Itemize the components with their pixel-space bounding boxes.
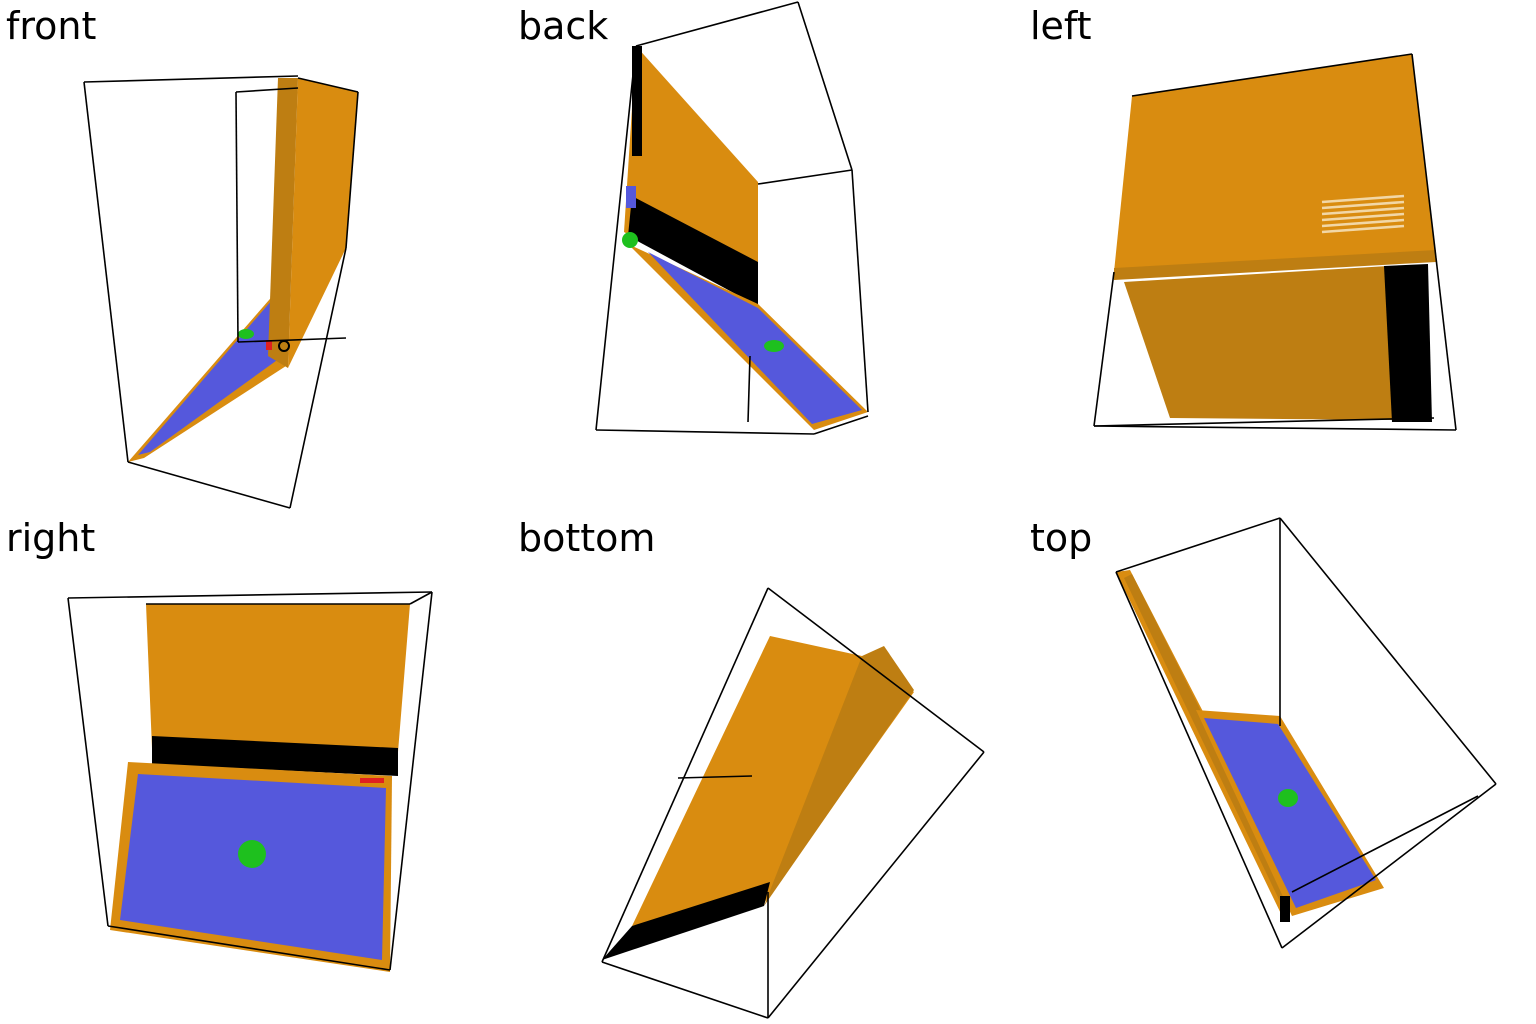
view-panel-front: front [0, 0, 512, 512]
view-label-back: back [518, 4, 609, 48]
back-bounding-box [595, 1, 869, 435]
bottom-shell-edge [764, 646, 914, 906]
view-panel-bottom: bottom [512, 512, 1024, 1024]
front-view-render [83, 75, 359, 509]
front-bounding-box [83, 75, 359, 509]
view-panel-left: left [1024, 0, 1536, 512]
top-sphere [1278, 789, 1298, 807]
view-panel-top: top [1024, 512, 1536, 1024]
right-sphere [238, 840, 266, 868]
left-vent-grille [1321, 194, 1405, 234]
view-label-right: right [6, 516, 96, 560]
back-screen-surface [648, 252, 862, 424]
left-base [1124, 266, 1394, 420]
view-panel-right: right [0, 512, 512, 1024]
bottom-bounding-box [601, 587, 985, 1019]
left-black-side [1384, 264, 1432, 422]
top-bounding-box [1115, 517, 1497, 949]
back-sphere [764, 340, 784, 352]
top-black-port [1280, 896, 1290, 922]
front-lid-edge [268, 78, 298, 368]
view-label-bottom: bottom [518, 516, 656, 560]
back-port-blue [626, 186, 636, 208]
right-hinge-band [152, 736, 398, 776]
back-hinge-band [628, 196, 758, 306]
right-lid [146, 604, 410, 752]
left-bounding-box [1093, 53, 1457, 431]
left-lid-top [1114, 54, 1436, 272]
left-view-render [1093, 53, 1457, 431]
bottom-black-band [602, 882, 770, 960]
right-bounding-box [67, 591, 433, 971]
top-view-render [1115, 517, 1497, 949]
bottom-view-render [601, 587, 985, 1019]
left-lid-edge [1114, 250, 1436, 280]
back-port-strip [632, 46, 642, 156]
right-view-render [67, 591, 433, 972]
back-port-sphere [622, 232, 638, 248]
back-view-render [595, 1, 869, 435]
front-sphere [238, 329, 254, 339]
front-lid-outer [288, 78, 358, 368]
top-screen-surface [1204, 718, 1376, 908]
view-label-top: top [1030, 516, 1093, 560]
front-red-indicator [266, 340, 272, 350]
right-red-logo [360, 778, 384, 783]
view-label-left: left [1030, 4, 1092, 48]
top-lid-dark [1124, 574, 1292, 914]
view-panel-back: back [512, 0, 1024, 512]
view-label-front: front [6, 4, 97, 48]
